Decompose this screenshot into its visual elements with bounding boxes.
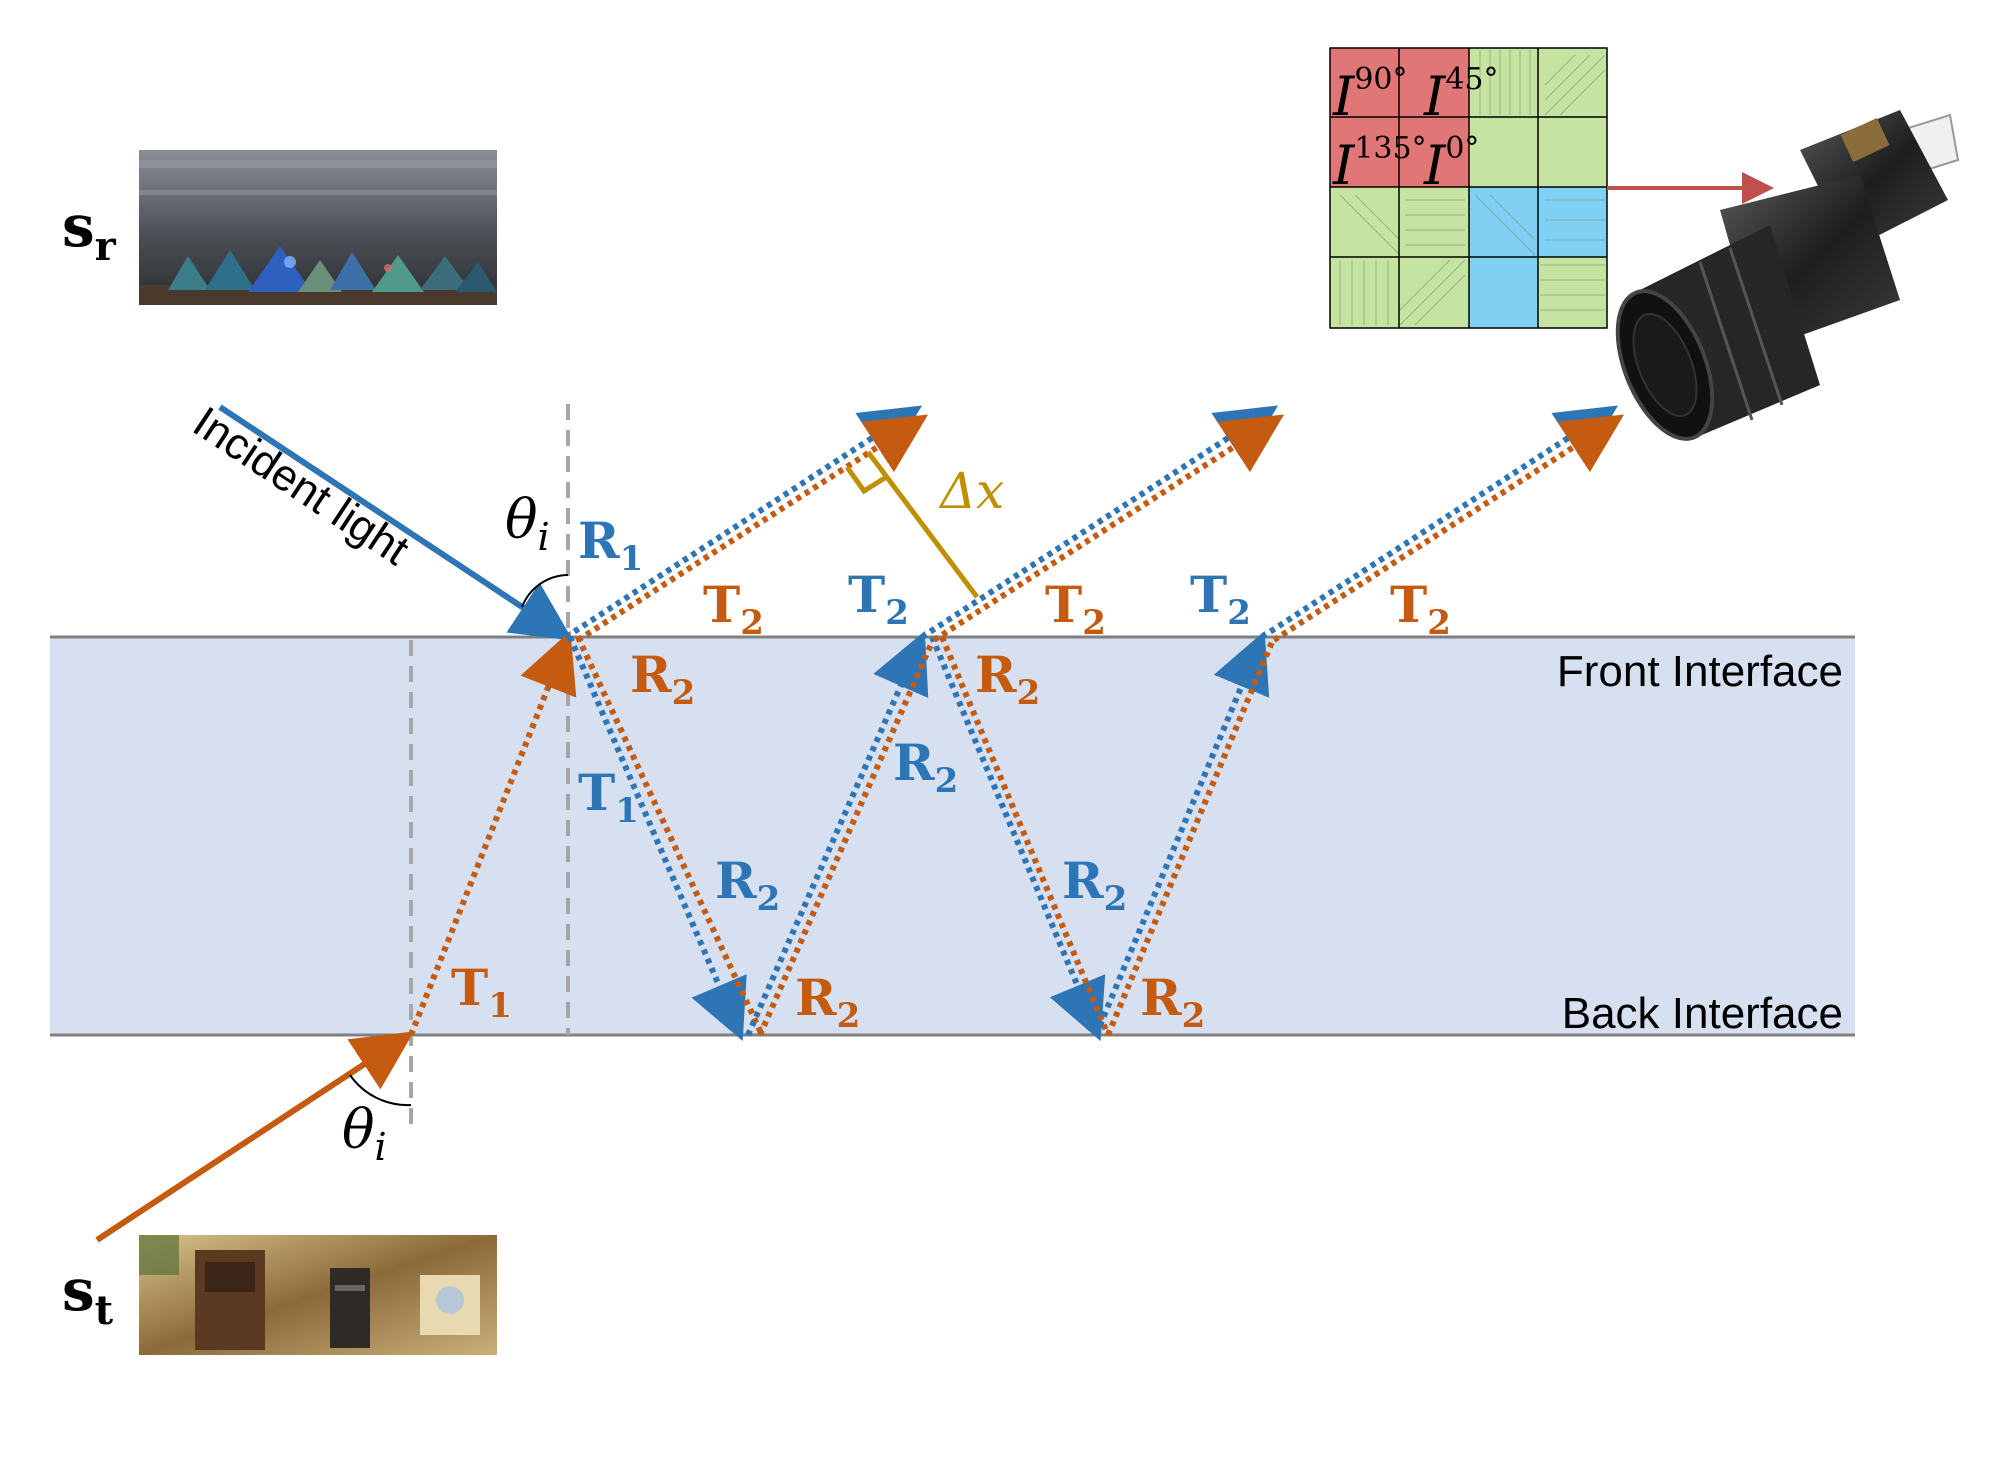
- source-r-label: sr: [62, 192, 117, 270]
- label-r2-blue-3: R2: [1062, 851, 1127, 919]
- label-r2-blue-1: R2: [893, 733, 958, 801]
- glass-slab: [50, 637, 1855, 1035]
- i0-label: I0°: [1423, 131, 1479, 197]
- source-t-label: st: [62, 1256, 114, 1334]
- i45-label: I45°: [1423, 62, 1499, 128]
- ray-out-blue-2: [920, 405, 1279, 640]
- ray-out-orange-3: [1272, 414, 1625, 643]
- polarizer-grid: I90° I45° I135° I0°: [1329, 47, 1608, 329]
- polarization-camera-icon: [1615, 110, 1960, 441]
- label-t2-orange-2: T2: [1045, 575, 1106, 643]
- ray-r2-blue-down-2: [929, 635, 1106, 1042]
- front-interface-label: Front Interface: [1557, 647, 1843, 696]
- reflection-scene-photo: [139, 150, 497, 305]
- ray-r2-orange-up-2: [1105, 640, 1275, 1037]
- ray-out-blue-1: [564, 405, 923, 640]
- label-t1-blue: T1: [578, 763, 639, 831]
- theta-incident-label: θi: [505, 488, 550, 559]
- theta-transmit-label: θi: [342, 1098, 387, 1169]
- ray-out-blue-3: [1260, 405, 1619, 640]
- delta-x-label: Δx: [938, 462, 1004, 520]
- ray-r2-orange-down-1: [575, 635, 765, 1037]
- i90-label: I90°: [1332, 62, 1408, 128]
- ray-r2-blue-up-1: [745, 631, 929, 1037]
- right-angle-marker: [844, 465, 890, 495]
- label-r2-orange-1: R2: [630, 645, 695, 713]
- label-t2-orange-1: T2: [703, 575, 764, 643]
- incident-light-ray: [218, 404, 574, 641]
- dotted-rays: [408, 405, 1625, 1042]
- label-r2-orange-4: R2: [1140, 968, 1205, 1036]
- label-r1-blue: R1: [578, 511, 643, 579]
- ray-r2-orange-down-2: [939, 635, 1111, 1037]
- ray-out-orange-1: [576, 414, 929, 643]
- transmit-angle-arc: [349, 1074, 412, 1107]
- label-r2-blue-2: R2: [715, 851, 780, 919]
- i135-label: I135°: [1332, 131, 1427, 197]
- label-r2-orange-2: R2: [975, 645, 1040, 713]
- label-t1-orange: T1: [451, 958, 512, 1026]
- ray-t1-blue-down: [567, 635, 747, 1042]
- ray-r2-blue-up-2: [1093, 630, 1270, 1037]
- transmitted-source-ray: [95, 1031, 415, 1243]
- ray-r2-orange-up-1: [757, 640, 935, 1037]
- back-interface-label: Back Interface: [1562, 989, 1843, 1038]
- label-r2-orange-3: R2: [795, 968, 860, 1036]
- label-t2-blue-1: T2: [848, 565, 909, 633]
- transmission-scene-photo: [139, 1235, 497, 1355]
- label-t2-blue-2: T2: [1190, 565, 1251, 633]
- ray-out-orange-2: [932, 414, 1285, 643]
- label-t2-orange-3: T2: [1390, 575, 1451, 643]
- incident-angle-arc: [521, 574, 569, 608]
- incident-light-label: Incident light: [184, 397, 417, 574]
- ray-t1-orange-up: [408, 630, 577, 1037]
